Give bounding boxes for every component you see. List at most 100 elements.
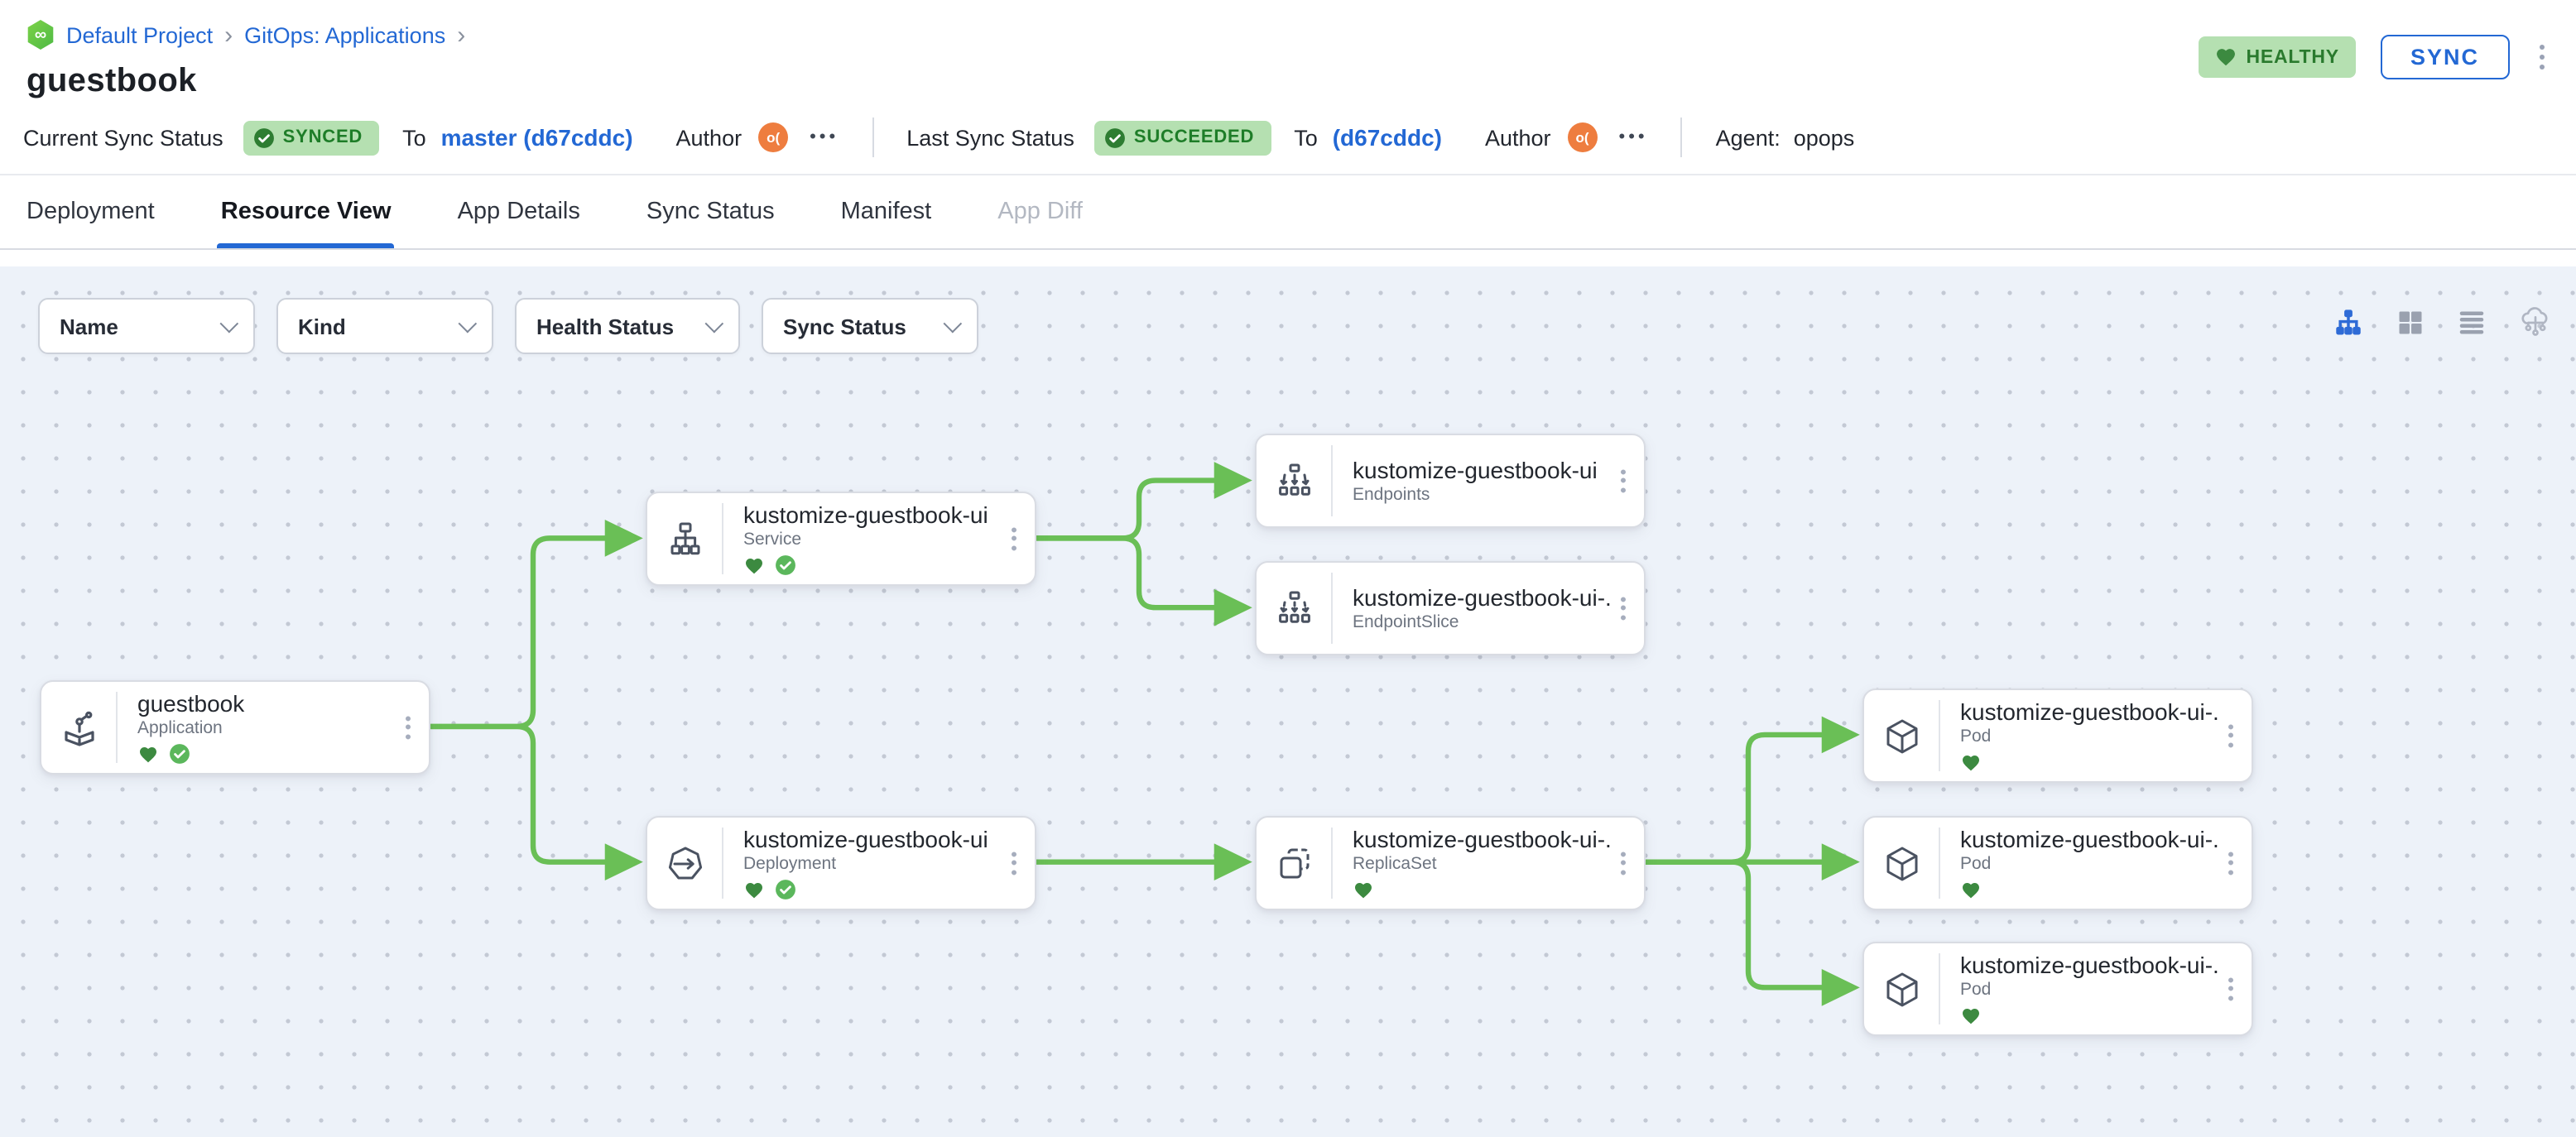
node-title: kustomize-guestbook-ui — [743, 826, 988, 852]
node-title: guestbook — [137, 690, 245, 717]
node-kind: Pod — [1960, 980, 1992, 1000]
grid-view-icon[interactable] — [2396, 308, 2425, 338]
breadcrumb-link-gitops-applications[interactable]: GitOps: Applications — [244, 22, 446, 47]
tab-app-details[interactable]: App Details — [457, 199, 580, 225]
node-kebab-menu-icon[interactable] — [399, 708, 417, 746]
filter-health-status-dropdown[interactable]: Health Status — [515, 298, 740, 354]
resource-node-application-guestbook[interactable]: guestbook Application — [40, 680, 430, 775]
filter-kind-label: Kind — [298, 314, 346, 338]
app-tabs: Deployment Resource View App Details Syn… — [0, 174, 2576, 250]
agent-label: Agent: — [1715, 125, 1781, 150]
node-kebab-menu-icon[interactable] — [1005, 520, 1023, 557]
healthy-heart-icon — [743, 880, 765, 900]
node-kind: ReplicaSet — [1353, 854, 1437, 874]
node-kebab-menu-icon[interactable] — [1614, 462, 1632, 499]
last-sync-status-label: Last Sync Status — [906, 125, 1074, 150]
resource-node-pod[interactable]: kustomize-guestbook-ui-... Pod — [1862, 816, 2253, 910]
synced-check-icon — [775, 879, 796, 900]
node-kind: Application — [137, 718, 223, 738]
divider — [872, 118, 874, 157]
commit-more-icon[interactable]: ••• — [1618, 127, 1648, 147]
breadcrumb-separator-icon: › — [224, 21, 233, 49]
author-label: Author — [675, 125, 743, 150]
commit-more-icon[interactable]: ••• — [810, 127, 839, 147]
resource-node-endpoints[interactable]: kustomize-guestbook-ui Endpoints — [1255, 434, 1646, 528]
node-kebab-menu-icon[interactable] — [1005, 844, 1023, 881]
author-label: Author — [1484, 125, 1551, 150]
tab-manifest[interactable]: Manifest — [840, 199, 932, 225]
healthy-heart-icon — [1960, 880, 1982, 900]
resource-node-pod[interactable]: kustomize-guestbook-ui-... Pod — [1862, 688, 2253, 783]
node-title: kustomize-guestbook-ui-... — [1353, 826, 1611, 852]
resource-node-pod[interactable]: kustomize-guestbook-ui-... Pod — [1862, 942, 2253, 1036]
project-hexagon-icon: ∞ — [27, 20, 54, 50]
sync-button[interactable]: SYNC — [2380, 35, 2509, 79]
resource-node-replicaset[interactable]: kustomize-guestbook-ui-... ReplicaSet — [1255, 816, 1646, 910]
endpoints-icon — [1257, 445, 1333, 516]
sync-status-bar: Current Sync Status SYNCED To master (d6… — [0, 101, 2576, 174]
succeeded-badge-label: SUCCEEDED — [1133, 127, 1255, 147]
node-title: kustomize-guestbook-ui — [743, 501, 988, 528]
tab-deployment[interactable]: Deployment — [26, 199, 155, 225]
node-title: kustomize-guestbook-ui-... — [1960, 698, 2218, 725]
current-sync-revision-link[interactable]: master (d67cddc) — [440, 124, 633, 151]
node-kind: EndpointSlice — [1353, 612, 1459, 632]
resource-node-endpointslice[interactable]: kustomize-guestbook-ui-... EndpointSlice — [1255, 561, 1646, 655]
filter-sync-status-dropdown[interactable]: Sync Status — [762, 298, 978, 354]
check-circle-icon — [253, 127, 275, 148]
tab-sync-status[interactable]: Sync Status — [646, 199, 775, 225]
synced-badge-label: SYNCED — [282, 127, 363, 147]
resource-node-deployment[interactable]: kustomize-guestbook-ui Deployment — [646, 816, 1036, 910]
list-view-icon[interactable] — [2457, 308, 2487, 338]
divider — [1680, 118, 1683, 157]
tree-view-icon[interactable] — [2333, 307, 2364, 338]
node-title: kustomize-guestbook-ui-... — [1960, 952, 2218, 978]
healthy-heart-icon — [137, 744, 159, 764]
agent-value: opops — [1793, 125, 1855, 150]
tab-app-diff[interactable]: App Diff — [997, 199, 1083, 225]
health-status-badge: HEALTHY — [2198, 36, 2356, 78]
resource-node-service[interactable]: kustomize-guestbook-ui Service — [646, 492, 1036, 586]
breadcrumb-link-project[interactable]: Default Project — [66, 22, 214, 47]
node-kebab-menu-icon[interactable] — [2222, 844, 2240, 881]
health-badge-label: HEALTHY — [2246, 47, 2339, 67]
filter-name-dropdown[interactable]: Name — [38, 298, 255, 354]
current-sync-status-label: Current Sync Status — [23, 125, 223, 150]
cloud-view-icon[interactable] — [2518, 306, 2553, 339]
service-icon — [647, 503, 723, 574]
to-label: To — [1294, 125, 1318, 150]
last-sync-revision-link[interactable]: (d67cddc) — [1332, 124, 1442, 151]
filter-sync-status-label: Sync Status — [783, 314, 906, 338]
node-kind: Service — [743, 530, 802, 549]
author-avatar: o( — [1567, 122, 1598, 152]
heart-icon — [2214, 46, 2236, 68]
filter-bar: Name Kind Health Status Sync Status — [38, 298, 978, 354]
node-kebab-menu-icon[interactable] — [1614, 844, 1632, 881]
chevron-down-icon — [943, 314, 963, 333]
filter-health-status-label: Health Status — [536, 314, 675, 338]
resource-graph-canvas: Name Kind Health Status Sync Status — [0, 266, 2576, 1137]
node-kebab-menu-icon[interactable] — [2222, 717, 2240, 754]
replicaset-icon — [1257, 828, 1333, 899]
filter-kind-dropdown[interactable]: Kind — [276, 298, 493, 354]
node-kind: Pod — [1960, 854, 1992, 874]
synced-check-icon — [169, 743, 190, 765]
tab-resource-view[interactable]: Resource View — [217, 175, 395, 248]
chevron-down-icon — [704, 314, 724, 333]
healthy-heart-icon — [1960, 1005, 1982, 1025]
author-avatar: o( — [758, 122, 789, 152]
chevron-down-icon — [219, 314, 239, 333]
page-header: ∞ Default Project › GitOps: Applications… — [0, 0, 2576, 101]
node-kind: Pod — [1960, 727, 1992, 746]
node-title: kustomize-guestbook-ui-... — [1960, 826, 2218, 852]
node-kebab-menu-icon[interactable] — [2222, 970, 2240, 1007]
node-kind: Endpoints — [1353, 485, 1430, 505]
node-kebab-menu-icon[interactable] — [1614, 589, 1632, 626]
healthy-heart-icon — [1353, 880, 1374, 900]
breadcrumb-separator-icon: › — [457, 21, 466, 49]
succeeded-badge: SUCCEEDED — [1093, 120, 1271, 155]
kebab-menu-icon[interactable] — [2534, 40, 2550, 75]
synced-check-icon — [775, 554, 796, 576]
healthy-heart-icon — [743, 555, 765, 575]
